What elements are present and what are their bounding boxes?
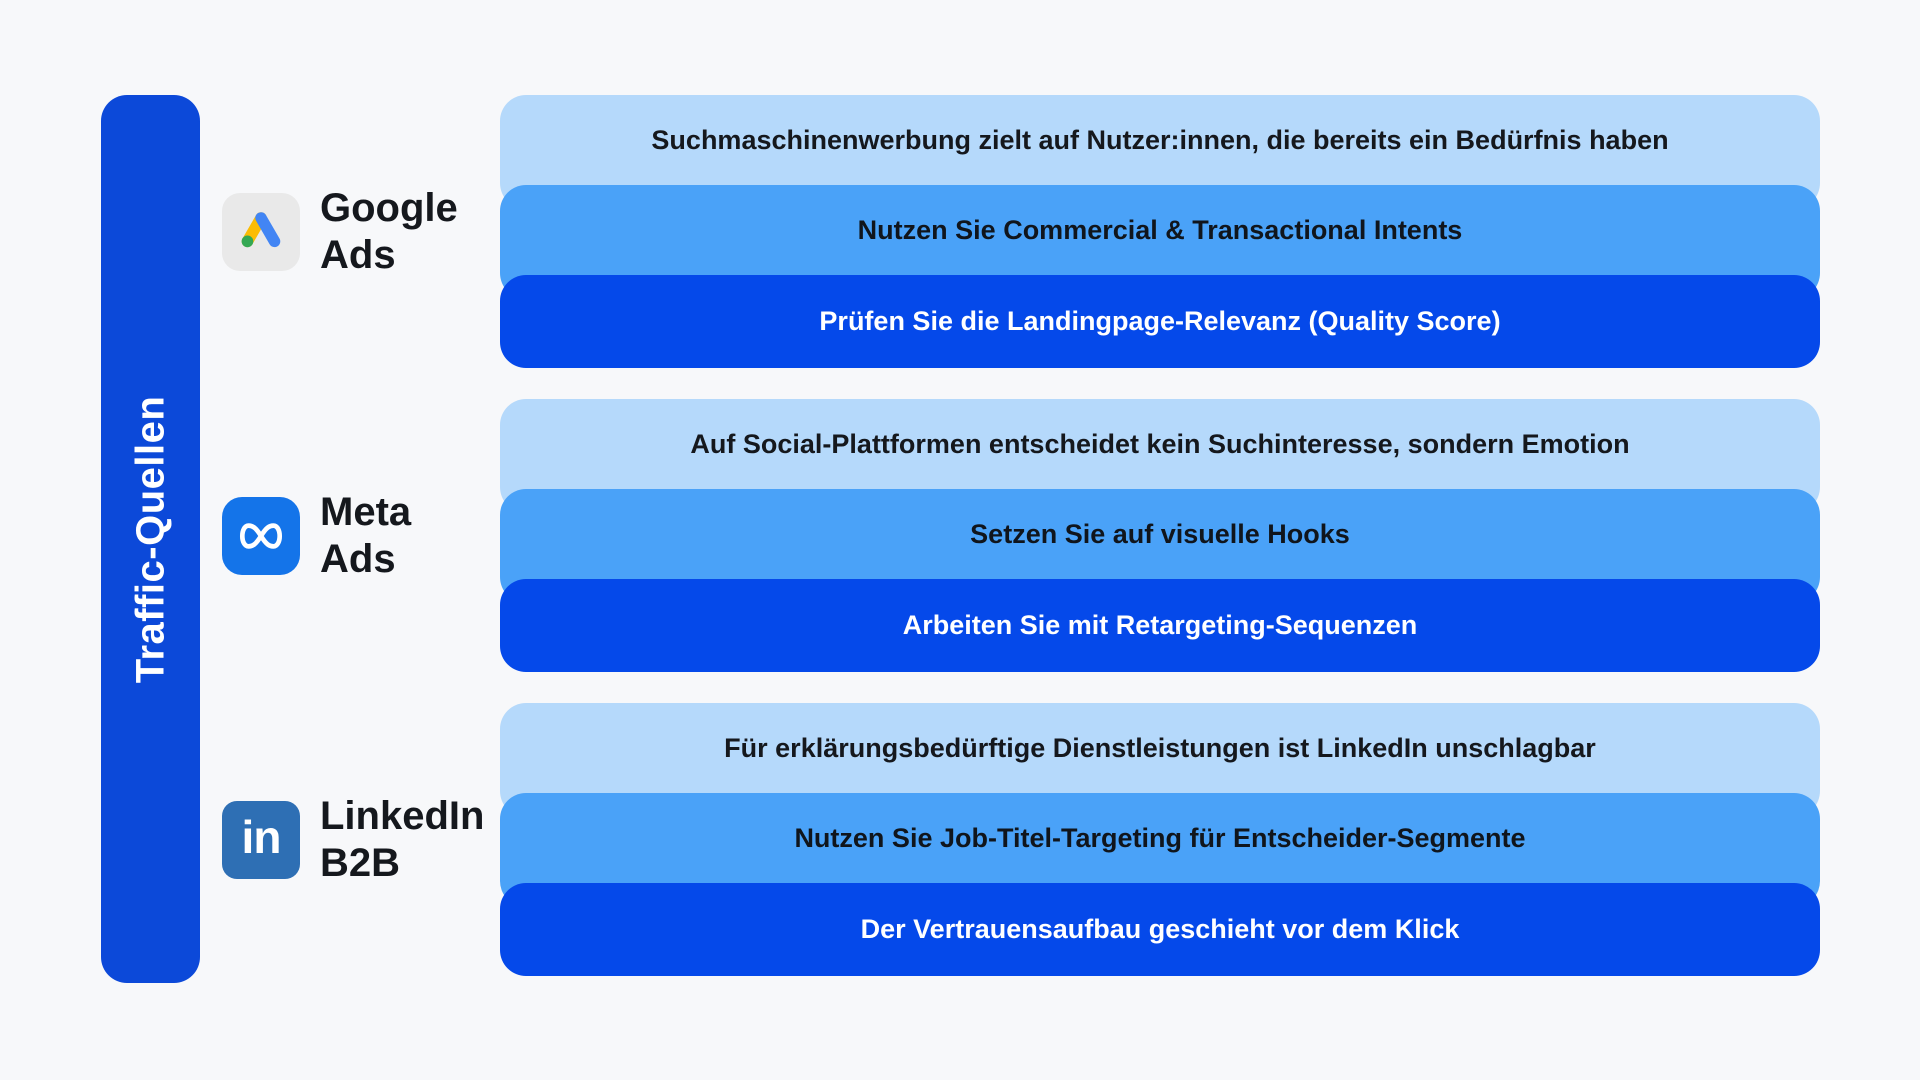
channel-groups: Google Ads Suchmaschinenwerbung zielt au… xyxy=(222,95,1820,976)
linkedin-icon: in xyxy=(222,800,300,879)
channel-label-meta-ads: Meta Ads xyxy=(320,489,412,581)
info-row: Der Vertrauensaufbau geschieht vor dem K… xyxy=(500,883,1820,976)
traffic-sources-rail: Traffic-Quellen xyxy=(101,95,200,983)
rail-title: Traffic-Quellen xyxy=(128,395,172,683)
info-row: Prüfen Sie die Landingpage-Relevanz (Qua… xyxy=(500,275,1820,368)
meta-infinity-icon xyxy=(239,522,283,549)
google-ads-icon xyxy=(222,192,300,271)
channel-google-ads: Google Ads xyxy=(222,185,500,279)
google-ads-rows: Suchmaschinenwerbung zielt auf Nutzer:in… xyxy=(500,95,1820,368)
channel-meta-ads: Meta Ads xyxy=(222,489,500,583)
info-row: Arbeiten Sie mit Retargeting-Sequenzen xyxy=(500,579,1820,672)
group-meta-ads: Meta Ads Auf Social-Plattformen entschei… xyxy=(222,399,1820,672)
group-linkedin-b2b: in LinkedIn B2B Für erklärungsbedürftige… xyxy=(222,703,1820,976)
google-ads-logo-icon xyxy=(241,211,281,247)
meta-icon xyxy=(222,496,300,575)
channel-label-linkedin-b2b: LinkedIn B2B xyxy=(320,793,485,885)
linkedin-b2b-rows: Für erklärungsbedürftige Dienstleistunge… xyxy=(500,703,1820,976)
group-google-ads: Google Ads Suchmaschinenwerbung zielt au… xyxy=(222,95,1820,368)
meta-ads-rows: Auf Social-Plattformen entscheidet kein … xyxy=(500,399,1820,672)
channel-linkedin-b2b: in LinkedIn B2B xyxy=(222,793,500,887)
channel-label-google-ads: Google Ads xyxy=(320,185,458,277)
